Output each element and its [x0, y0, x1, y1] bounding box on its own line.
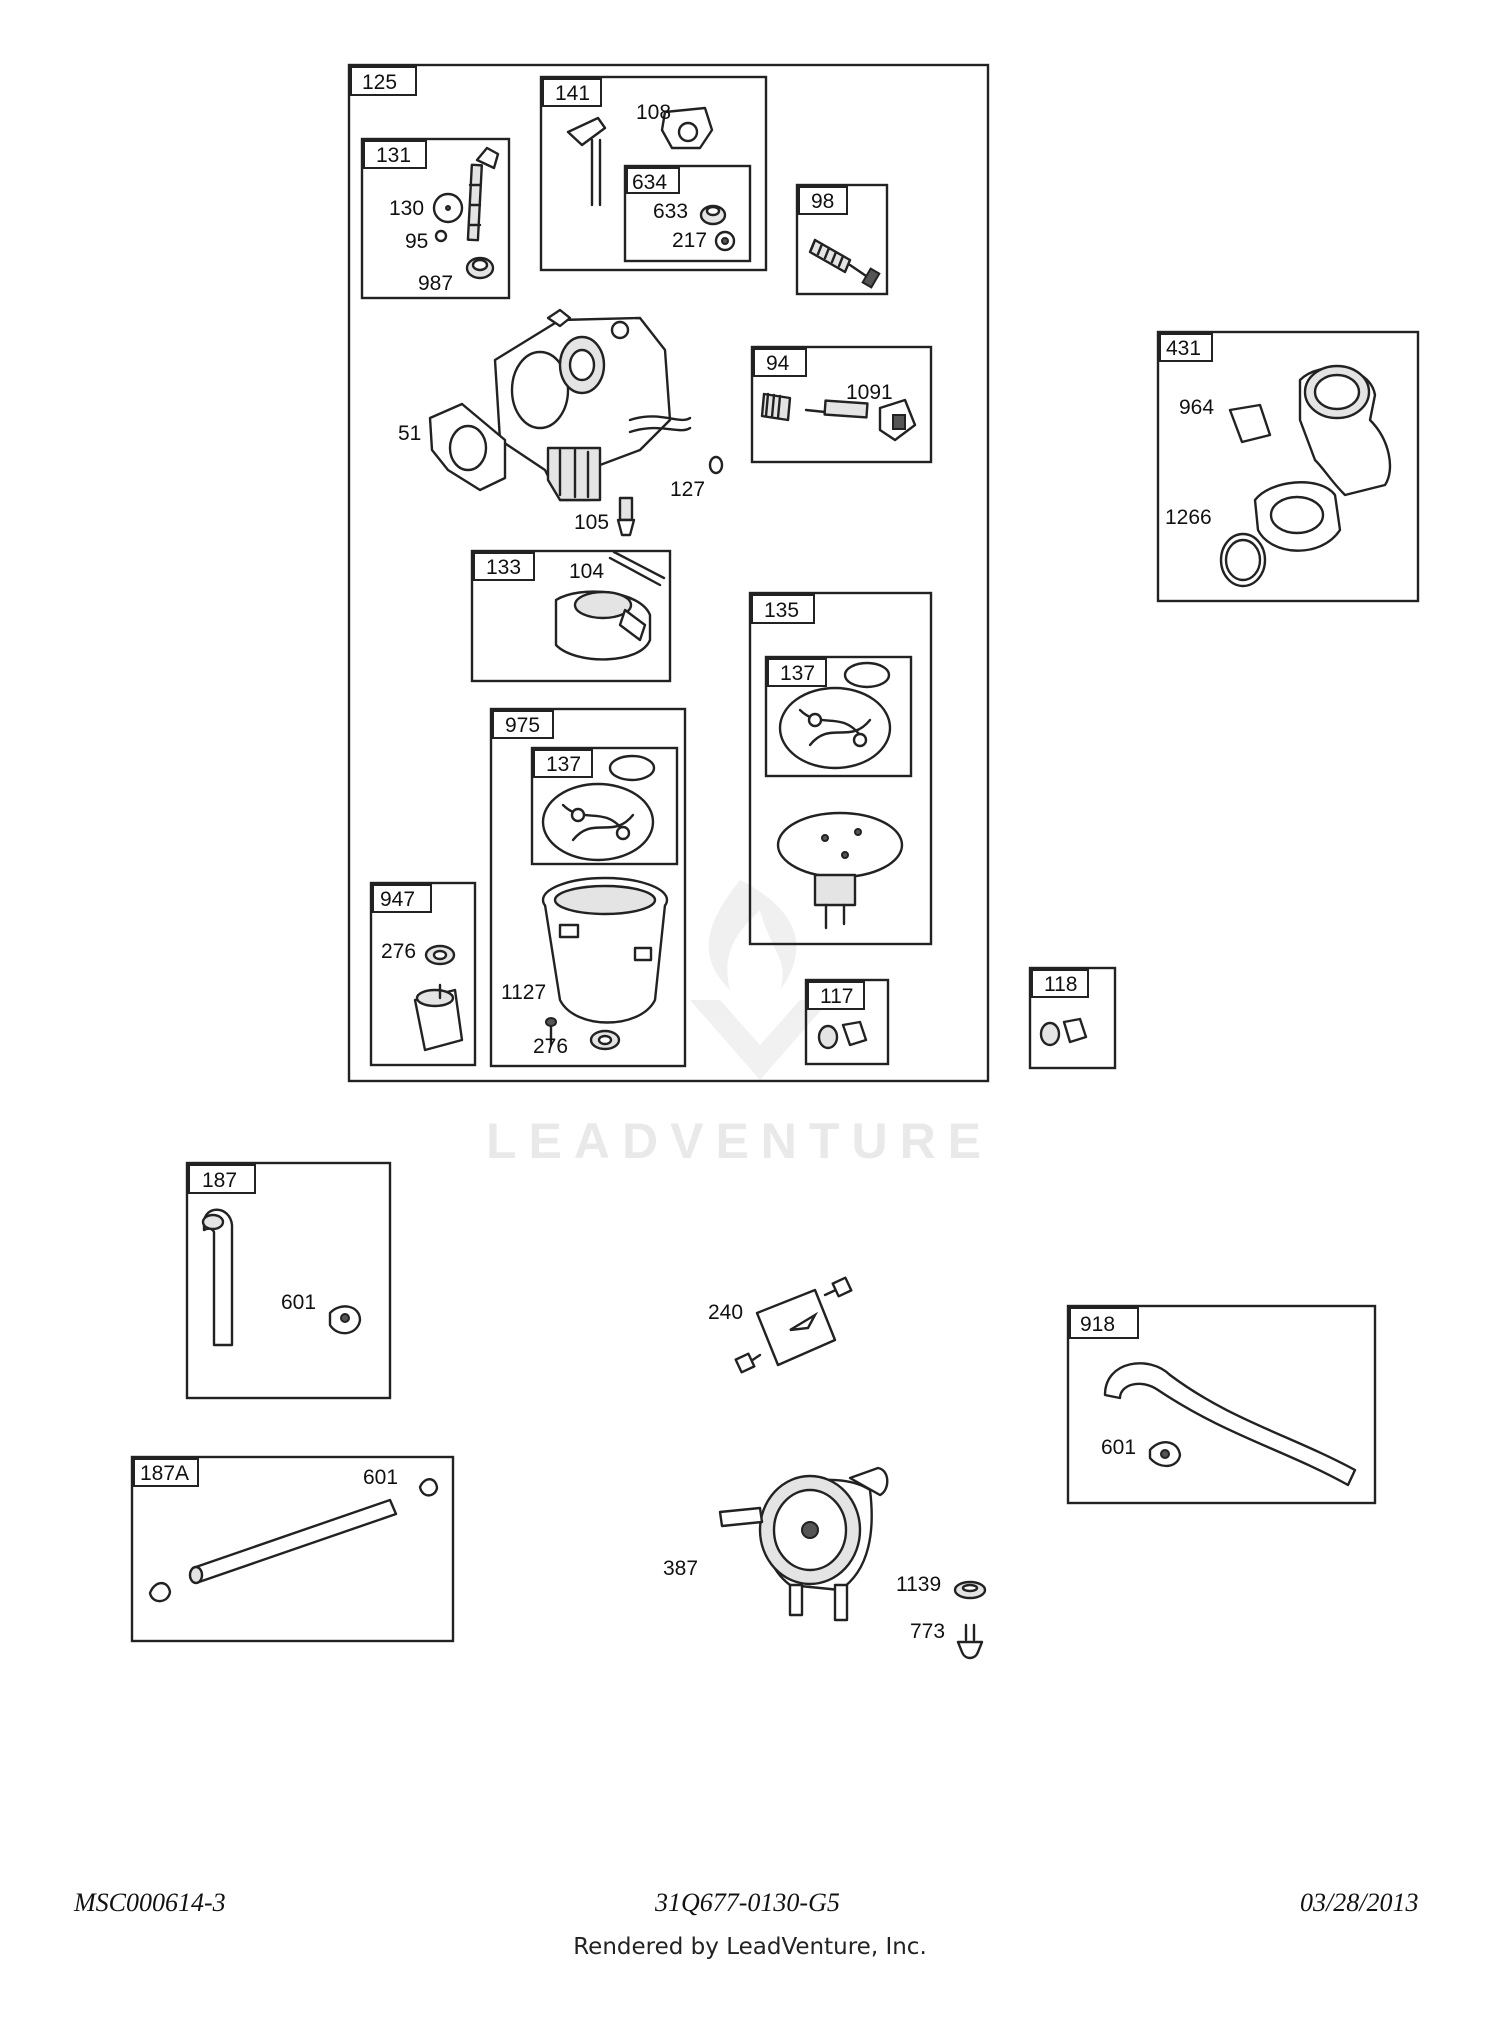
group-133: 133 [470, 549, 672, 683]
callout-51: 51 [398, 422, 421, 445]
callout-95: 95 [405, 230, 428, 253]
group-141: 141 [539, 75, 768, 272]
svg-text:125: 125 [362, 71, 397, 94]
svg-text:135: 135 [764, 599, 799, 622]
svg-text:137: 137 [780, 662, 815, 685]
callout-276-b: 276 [533, 1035, 568, 1058]
float-bowl-illustration [541, 876, 669, 1051]
throttle-shaft-illustration [566, 106, 736, 252]
svg-text:918: 918 [1080, 1313, 1115, 1336]
group-187a: 187A [130, 1455, 455, 1643]
carburetor-body-illustration [428, 308, 724, 537]
fuel-hose-187a-illustration [148, 1478, 439, 1603]
svg-text:975: 975 [505, 714, 540, 737]
callout-105: 105 [574, 511, 609, 534]
diaphragm-left-illustration [541, 754, 656, 862]
group-137-left: 137 [530, 746, 679, 866]
callout-987: 987 [418, 272, 453, 295]
group-187: 187 [185, 1161, 392, 1400]
fuel-hose-918-illustration [1103, 1362, 1357, 1487]
choke-shaft-illustration [432, 146, 500, 280]
callout-130: 130 [389, 197, 424, 220]
svg-text:131: 131 [376, 144, 411, 167]
callout-387: 387 [663, 1557, 698, 1580]
group-98: 98 [795, 183, 889, 296]
callout-1266: 1266 [1165, 506, 1212, 529]
group-975: 975 [489, 707, 687, 1068]
svg-text:187A: 187A [140, 1462, 189, 1485]
callout-1139: 1139 [896, 1573, 941, 1596]
callout-217: 217 [672, 229, 707, 252]
needle-assembly-illustration [760, 392, 917, 442]
group-118: 118 [1028, 966, 1117, 1070]
callout-601-a: 601 [281, 1291, 316, 1314]
svg-text:98: 98 [811, 190, 834, 213]
callout-127: 127 [670, 478, 705, 501]
callout-964: 964 [1179, 396, 1214, 419]
footer-date: 03/28/2013 [1300, 1888, 1419, 1917]
callout-240: 240 [708, 1301, 743, 1324]
group-137-right: 137 [764, 655, 913, 778]
svg-text:634: 634 [632, 171, 667, 194]
svg-text:118: 118 [1044, 973, 1077, 996]
svg-text:137: 137 [546, 753, 581, 776]
group-135: 135 [748, 591, 933, 946]
callout-601-c: 601 [363, 1466, 398, 1489]
callout-1091: 1091 [846, 381, 893, 404]
footer-model-number: 31Q677-0130-G5 [655, 1888, 840, 1917]
svg-text:947: 947 [380, 888, 415, 911]
group-131: 131 [360, 137, 511, 300]
group-634: 634 [623, 164, 752, 263]
fastener-118-illustration [1039, 1017, 1088, 1047]
group-918: 918 [1066, 1304, 1377, 1505]
fuel-pump-illustration [718, 1466, 987, 1660]
group-117: 117 [804, 978, 890, 1066]
svg-text:141: 141 [555, 82, 590, 105]
watermark-logo [690, 880, 830, 1080]
fuel-filter-illustration [734, 1276, 853, 1374]
idle-screw-illustration [808, 238, 881, 289]
callout-773: 773 [910, 1620, 945, 1643]
svg-text:94: 94 [766, 352, 790, 375]
svg-text:431: 431 [1166, 337, 1201, 360]
callout-104: 104 [569, 560, 604, 583]
float-bowl-plate-illustration [776, 811, 904, 930]
float-illustration [554, 550, 666, 661]
callout-601-b: 601 [1101, 1436, 1136, 1459]
solenoid-illustration [413, 944, 464, 1052]
fastener-117-illustration [817, 1020, 868, 1050]
group-125: 125 [347, 63, 990, 1083]
group-94: 94 [750, 345, 933, 464]
svg-text:133: 133 [486, 556, 521, 579]
fuel-hose-187-illustration [201, 1208, 362, 1347]
callout-276-a: 276 [381, 940, 416, 963]
footer-diagram-id: MSC000614-3 [74, 1888, 226, 1917]
group-431: 431 [1156, 330, 1420, 603]
intake-elbow-illustration [1219, 364, 1392, 588]
callout-1127: 1127 [501, 981, 546, 1004]
callout-108: 108 [636, 101, 671, 124]
svg-text:187: 187 [202, 1169, 237, 1192]
group-947: 947 [369, 881, 477, 1067]
svg-text:117: 117 [820, 985, 853, 1008]
diaphragm-right-illustration [778, 661, 892, 770]
rendered-by-credit: Rendered by LeadVenture, Inc. [573, 1934, 927, 1960]
watermark-text: LEADVENTURE [486, 1113, 994, 1169]
callout-633: 633 [653, 200, 688, 223]
